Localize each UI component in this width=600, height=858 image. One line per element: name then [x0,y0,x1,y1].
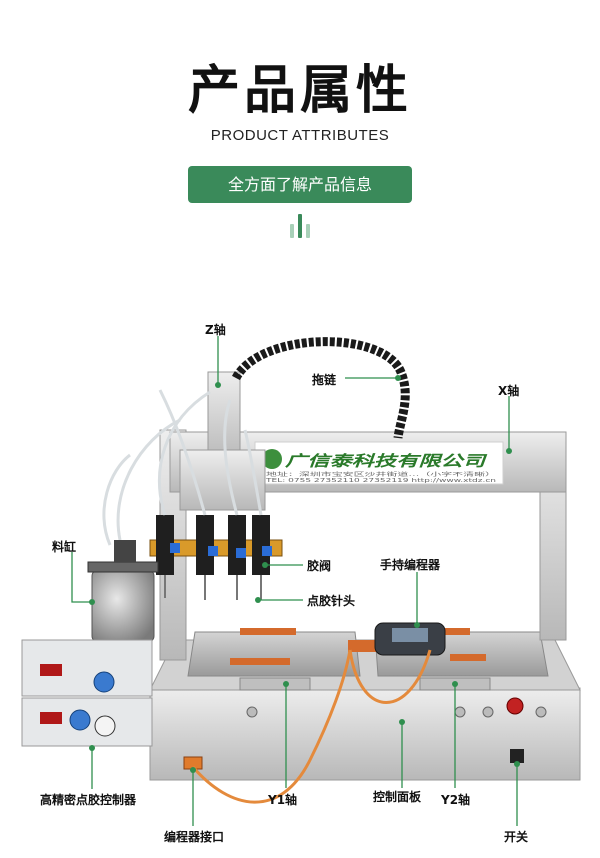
company-logo [262,449,282,469]
pressure-regulator [114,540,136,562]
glue-tank [91,569,155,643]
banner-company-name: 广信泰科技有限公司 [284,452,488,470]
label-handheld: 手持编程器 [380,558,441,572]
valve-fitting [262,546,272,556]
air-tube [116,418,181,541]
clamp [450,654,486,661]
page-title: 产品属性 [187,61,412,121]
callout-dot [89,599,95,605]
decor-bar-left [290,224,294,238]
air-tube [223,399,239,516]
label-tank: 料缸 [52,540,77,554]
air-tube [243,429,263,516]
air-tube [157,390,211,516]
valve-fitting [208,546,218,556]
controller-display [40,664,62,676]
valve-body [252,515,270,575]
callout-dot [395,375,401,381]
banner-address: 地址：深圳市宝安区沙井街道…（小字不清晰） [266,471,496,478]
label-controller: 高精密点胶控制器 [40,793,137,807]
label-panel: 控制面板 [373,790,422,804]
callout-dot [414,622,420,628]
callout-dot [399,719,405,725]
clamp [240,628,296,635]
label-z-axis: Z轴 [205,323,226,337]
controller-display [40,712,62,724]
valve-fitting [236,548,246,558]
label-drag-chain: 拖链 [312,373,337,387]
valve-fitting [170,543,180,553]
emergency-stop-button [506,697,524,715]
controller-pressure-knob [69,709,91,731]
y1-rail [239,677,311,691]
callout-dot [262,562,268,568]
label-x-axis: X轴 [498,384,520,398]
company-banner [254,441,504,485]
label-port: 编程器接口 [164,830,225,844]
panel-knob [482,706,494,718]
callout-dot [89,745,95,751]
callout-dot [514,761,520,767]
callout-dot [255,597,261,603]
callout-dot [283,681,289,687]
power-switch [510,749,524,763]
air-tube [158,389,207,516]
banner-contact: TEL: 0755 27352110 27352119 http://www.x… [264,478,496,484]
valve-body [196,515,214,575]
decor-bars-icon [290,214,312,238]
programmer-cable [348,649,432,704]
valve-body [228,515,246,575]
controller-pressure-knob [93,671,115,693]
clamp [440,628,470,635]
clamp [230,658,290,665]
callout-dot [452,681,458,687]
callout-dot [215,382,221,388]
label-valve: 胶阀 [307,559,332,573]
valve-body [156,515,174,575]
decor-bar-right [306,224,310,238]
handheld-screen [392,628,428,642]
page-subtitle: PRODUCT ATTRIBUTES [210,127,390,144]
decor-bar-center [298,214,302,238]
info-pill: 全方面了解产品信息 [188,166,412,203]
drag-chain [232,337,410,439]
label-needle: 点胶针头 [307,594,356,608]
label-y1: Y1轴 [268,793,298,807]
panel-knob [246,706,258,718]
callout-dot [506,448,512,454]
controller-gauge [94,715,116,737]
left-work-table [187,631,361,677]
programmer-cable [191,649,352,804]
panel-knob [454,706,466,718]
label-y2: Y2轴 [441,793,471,807]
clamp [348,640,378,652]
panel-knob [535,706,547,718]
callout-dot [190,767,196,773]
label-switch: 开关 [504,830,529,844]
air-tube [102,453,131,546]
callout-line-tank [71,552,92,603]
machine-illustration: 广信泰科技有限公司 地址：深圳市宝安区沙井街道…（小字不清晰） TEL: 075… [21,336,581,826]
tank-lid [87,561,159,573]
